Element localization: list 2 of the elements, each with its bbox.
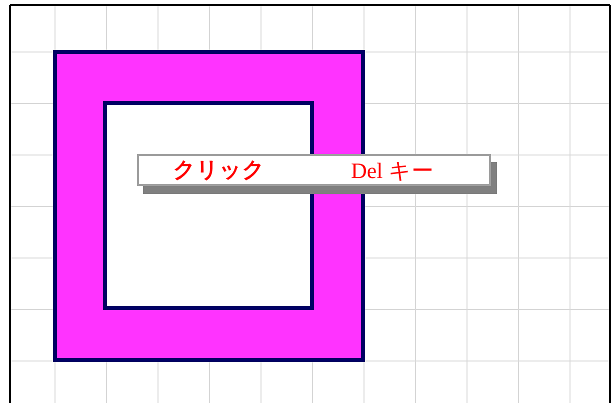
label-text: Del キー [351,158,434,184]
label-text: クリック [173,158,265,184]
